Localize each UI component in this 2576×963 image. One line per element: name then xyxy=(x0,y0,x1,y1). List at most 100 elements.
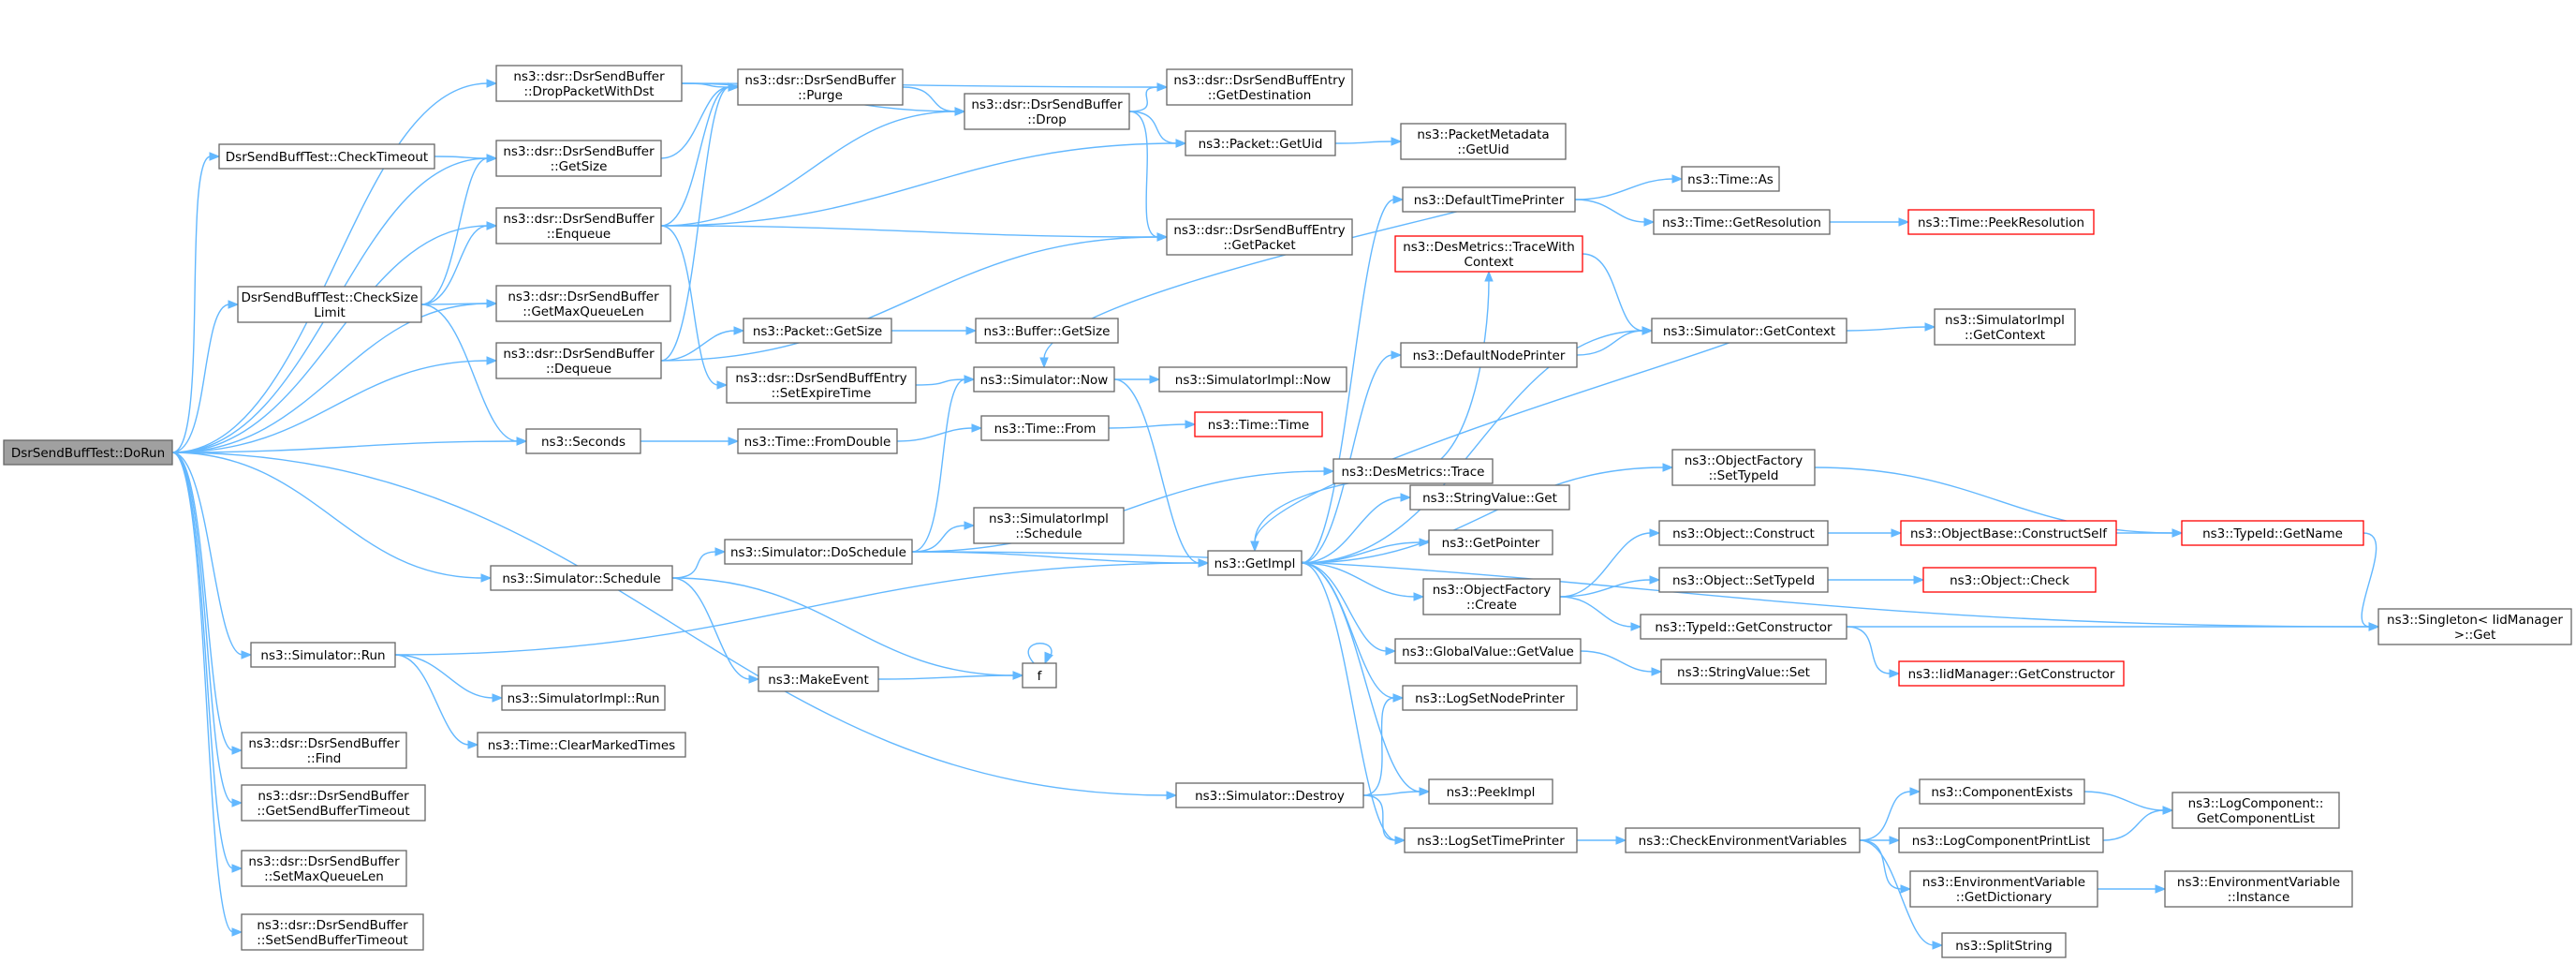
node-simGetContext[interactable]: ns3::Simulator::GetContext xyxy=(1651,318,1847,344)
node-find[interactable]: ns3::dsr::DsrSendBuffer::Find xyxy=(241,732,407,769)
node-clearMarkedTimes[interactable]: ns3::Time::ClearMarkedTimes xyxy=(477,732,686,758)
node-simImplRun[interactable]: ns3::SimulatorImpl::Run xyxy=(501,685,666,711)
node-ofSetTypeId[interactable]: ns3::ObjectFactory::SetTypeId xyxy=(1671,449,1816,486)
edge-arrowhead xyxy=(1651,667,1663,676)
node-getSendBufferTimeout[interactable]: ns3::dsr::DsrSendBuffer::GetSendBufferTi… xyxy=(241,784,426,822)
node-getUid[interactable]: ns3::Packet::GetUid xyxy=(1185,130,1336,156)
node-label: ::SetMaxQueueLen xyxy=(264,869,384,884)
node-label: ns3::PeekImpl xyxy=(1447,785,1536,800)
node-typeIdGetConstructor[interactable]: ns3::TypeId::GetConstructor xyxy=(1640,614,1847,640)
edge-ofCreate-to-objSetTypeId xyxy=(1559,575,1661,598)
node-seconds[interactable]: ns3::Seconds xyxy=(525,428,641,454)
edge-doSchedule-to-getImpl xyxy=(911,551,1210,568)
node-componentExists[interactable]: ns3::ComponentExists xyxy=(1919,778,2085,805)
node-destroy[interactable]: ns3::Simulator::Destroy xyxy=(1175,782,1364,808)
node-iidGetConstructor[interactable]: ns3::IidManager::GetConstructor xyxy=(1898,660,2125,687)
node-stringValueSet[interactable]: ns3::StringValue::Set xyxy=(1660,659,1827,685)
node-typeIdGetName[interactable]: ns3::TypeId::GetName xyxy=(2181,520,2364,546)
edge-objSetTypeId-to-objCheck xyxy=(1828,575,1925,585)
edge-getImpl-to-defaultTimePrinter xyxy=(1301,195,1405,564)
node-box xyxy=(737,68,904,106)
edge-line xyxy=(877,674,1015,680)
node-simImplGetContext[interactable]: ns3::SimulatorImpl::GetContext xyxy=(1934,308,2076,346)
node-getDestination[interactable]: ns3::dsr::DsrSendBuffEntry::GetDestinati… xyxy=(1166,68,1353,106)
edge-drop-to-getDestination xyxy=(1128,82,1169,112)
node-getImpl[interactable]: ns3::GetImpl xyxy=(1207,550,1303,576)
node-logSetNodePrinter[interactable]: ns3::LogSetNodePrinter xyxy=(1402,685,1578,711)
node-root[interactable]: DsrSendBuffTest::DoRun xyxy=(3,439,173,466)
node-bufferGetSize[interactable]: ns3::Buffer::GetSize xyxy=(975,318,1119,344)
edge-line xyxy=(1362,697,1395,796)
node-f[interactable]: f xyxy=(1022,662,1057,689)
node-simImplSchedule[interactable]: ns3::SimulatorImpl::Schedule xyxy=(973,507,1125,544)
node-enqueue[interactable]: ns3::dsr::DsrSendBuffer::Enqueue xyxy=(495,207,662,244)
node-setExpireTime[interactable]: ns3::dsr::DsrSendBuffEntry::SetExpireTim… xyxy=(726,366,917,404)
node-timeFromDouble[interactable]: ns3::Time::FromDouble xyxy=(737,428,898,454)
node-objConstruct[interactable]: ns3::Object::Construct xyxy=(1658,520,1829,546)
edge-arrowhead xyxy=(231,746,243,755)
node-envInstance[interactable]: ns3::EnvironmentVariable::Instance xyxy=(2164,870,2353,908)
node-getSize[interactable]: ns3::dsr::DsrSendBuffer::GetSize xyxy=(495,140,662,177)
edge-root-to-checkTimeout xyxy=(171,152,221,453)
edge-line xyxy=(171,225,489,453)
edge-line xyxy=(171,440,519,453)
node-envGetDictionary[interactable]: ns3::EnvironmentVariable::GetDictionary xyxy=(1909,870,2098,908)
node-simImplNow[interactable]: ns3::SimulatorImpl::Now xyxy=(1158,366,1347,393)
node-getPointer[interactable]: ns3::GetPointer xyxy=(1428,529,1553,556)
node-ofCreate[interactable]: ns3::ObjectFactory::Create xyxy=(1422,578,1561,615)
node-getComponentList[interactable]: ns3::LogComponent::GetComponentList xyxy=(2171,792,2340,829)
node-getMaxQueueLen[interactable]: ns3::dsr::DsrSendBuffer::GetMaxQueueLen xyxy=(495,285,671,322)
node-run[interactable]: ns3::Simulator::Run xyxy=(250,642,396,668)
node-objSetTypeId[interactable]: ns3::Object::SetTypeId xyxy=(1658,567,1829,593)
edge-arrowhead xyxy=(1392,693,1405,703)
node-makeEvent[interactable]: ns3::MakeEvent xyxy=(758,666,879,692)
node-setSendBufferTimeout[interactable]: ns3::dsr::DsrSendBuffer::SetSendBufferTi… xyxy=(241,913,424,951)
node-stringValueGet[interactable]: ns3::StringValue::Get xyxy=(1409,484,1570,511)
node-defaultTimePrinter[interactable]: ns3::DefaultTimePrinter xyxy=(1402,186,1576,213)
node-peekImpl[interactable]: ns3::PeekImpl xyxy=(1428,778,1553,805)
edge-line xyxy=(660,330,736,362)
node-timeGetResolution[interactable]: ns3::Time::GetResolution xyxy=(1653,209,1831,235)
node-label: ns3::Simulator::Now xyxy=(980,373,1109,388)
node-logSetTimePrinter[interactable]: ns3::LogSetTimePrinter xyxy=(1404,827,1578,853)
node-peekResolution[interactable]: ns3::Time::PeekResolution xyxy=(1907,209,2095,235)
node-box xyxy=(501,685,666,711)
edge-ofCreate-to-objConstruct xyxy=(1559,528,1661,598)
node-box xyxy=(973,366,1115,393)
node-box xyxy=(2164,870,2353,908)
node-box xyxy=(1660,659,1827,685)
node-getPacket[interactable]: ns3::dsr::DsrSendBuffEntry::GetPacket xyxy=(1166,218,1353,256)
node-defaultNodePrinter[interactable]: ns3::DefaultNodePrinter xyxy=(1400,342,1578,368)
node-label: ns3::dsr::DsrSendBuffEntry xyxy=(1173,73,1345,88)
node-doSchedule[interactable]: ns3::Simulator::DoSchedule xyxy=(724,539,913,565)
node-setMaxQueueLen[interactable]: ns3::dsr::DsrSendBuffer::SetMaxQueueLen xyxy=(241,850,407,887)
node-logComponentPrintList[interactable]: ns3::LogComponentPrintList xyxy=(1898,827,2104,853)
node-label: Context xyxy=(1465,255,1514,270)
node-objCheck[interactable]: ns3::Object::Check xyxy=(1922,567,2097,593)
node-gvGetValue[interactable]: ns3::GlobalValue::GetValue xyxy=(1394,638,1582,664)
node-dequeue[interactable]: ns3::dsr::DsrSendBuffer::Dequeue xyxy=(495,342,662,379)
node-singletonGet[interactable]: ns3::Singleton< IidManager>::Get xyxy=(2377,608,2572,645)
node-desTrace[interactable]: ns3::DesMetrics::Trace xyxy=(1332,458,1494,484)
node-packetGetSize[interactable]: ns3::Packet::GetSize xyxy=(743,318,892,344)
node-timeTime[interactable]: ns3::Time::Time xyxy=(1194,411,1323,437)
node-constructSelf[interactable]: ns3::ObjectBase::ConstructSelf xyxy=(1900,520,2117,546)
node-metaGetUid[interactable]: ns3::PacketMetadata::GetUid xyxy=(1400,123,1567,160)
node-box xyxy=(495,342,662,379)
edge-arrowhead xyxy=(2171,528,2184,538)
node-simNow[interactable]: ns3::Simulator::Now xyxy=(973,366,1115,393)
edge-arrowhead xyxy=(1643,217,1656,227)
node-schedule[interactable]: ns3::Simulator::Schedule xyxy=(490,565,673,591)
node-splitString[interactable]: ns3::SplitString xyxy=(1941,932,2067,958)
node-purge[interactable]: ns3::dsr::DsrSendBuffer::Purge xyxy=(737,68,904,106)
node-drop[interactable]: ns3::dsr::DsrSendBuffer::Drop xyxy=(964,93,1130,130)
node-timeFrom[interactable]: ns3::Time::From xyxy=(980,415,1110,441)
node-timeAs[interactable]: ns3::Time::As xyxy=(1681,166,1780,192)
node-checkTimeout[interactable]: DsrSendBuffTest::CheckTimeout xyxy=(218,143,435,170)
node-dropPacketWithDst[interactable]: ns3::dsr::DsrSendBuffer::DropPacketWithD… xyxy=(495,65,683,102)
node-checkEnvVars[interactable]: ns3::CheckEnvironmentVariables xyxy=(1625,827,1861,853)
node-box xyxy=(218,143,435,170)
